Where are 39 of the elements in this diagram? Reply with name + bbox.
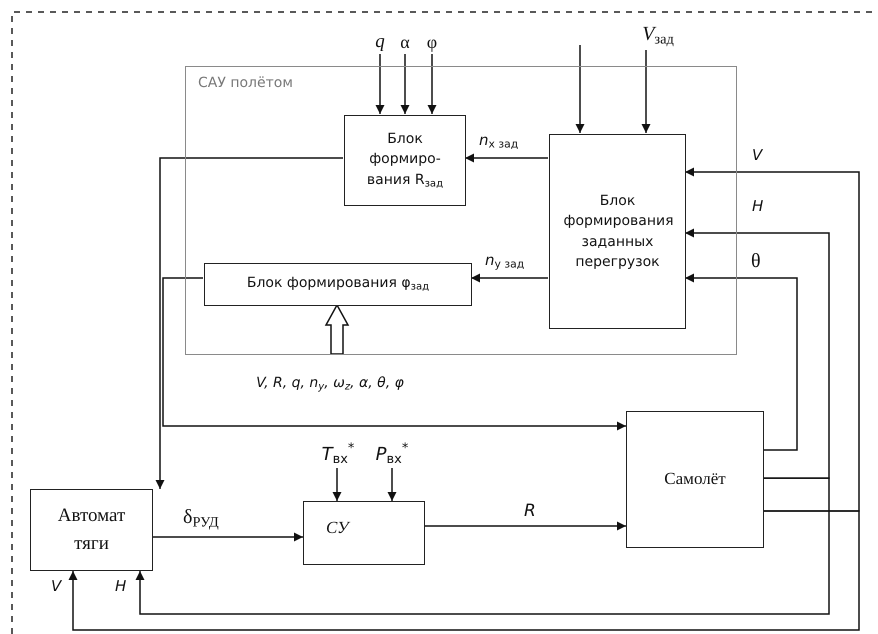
arrow [153, 532, 303, 542]
process-box [549, 134, 686, 329]
block-label: Автомат тяги [56, 504, 126, 556]
group-frame [185, 66, 737, 355]
arrow [425, 522, 626, 530]
arrow [685, 168, 860, 512]
signal-list: V, R, q, n$_{y}$, ω$_{z}$, α, θ, φ [256, 372, 404, 396]
arrow [162, 277, 626, 430]
arrow [685, 228, 830, 479]
aircraft-box [626, 411, 764, 548]
autothrottle-box [30, 489, 153, 571]
arrow [400, 54, 410, 114]
group-title: САУ полётом [198, 74, 293, 93]
process-box [204, 263, 472, 306]
process-box [344, 115, 466, 206]
block-label: СУ [326, 517, 349, 539]
arrow [68, 510, 860, 631]
input-label: φ [426, 30, 438, 54]
block-label: Самолёт [664, 468, 726, 490]
arrow [428, 54, 436, 114]
propulsion-box [303, 501, 425, 565]
arrow [642, 50, 650, 133]
edge-label: δ$_{РУД}$ [182, 506, 220, 532]
arrow [376, 54, 384, 114]
input-label: q [375, 30, 385, 54]
arrow [685, 274, 798, 451]
arrow [136, 477, 830, 615]
block-label: Блок формиро- вания R$_{зад}$ [366, 130, 444, 192]
block-arrow [324, 303, 350, 355]
block-label: Блок формирования заданных перегрузок [564, 192, 672, 272]
arrow [332, 468, 342, 501]
arrow [465, 154, 548, 162]
arrow [388, 468, 396, 501]
arrow [156, 157, 343, 489]
arrow [576, 45, 584, 133]
arrow [471, 274, 548, 282]
input-label: V$_{зад}$ [642, 22, 674, 50]
input-label: α [400, 30, 410, 54]
block-label: Блок формирования φ$_{зад}$ [246, 274, 430, 295]
